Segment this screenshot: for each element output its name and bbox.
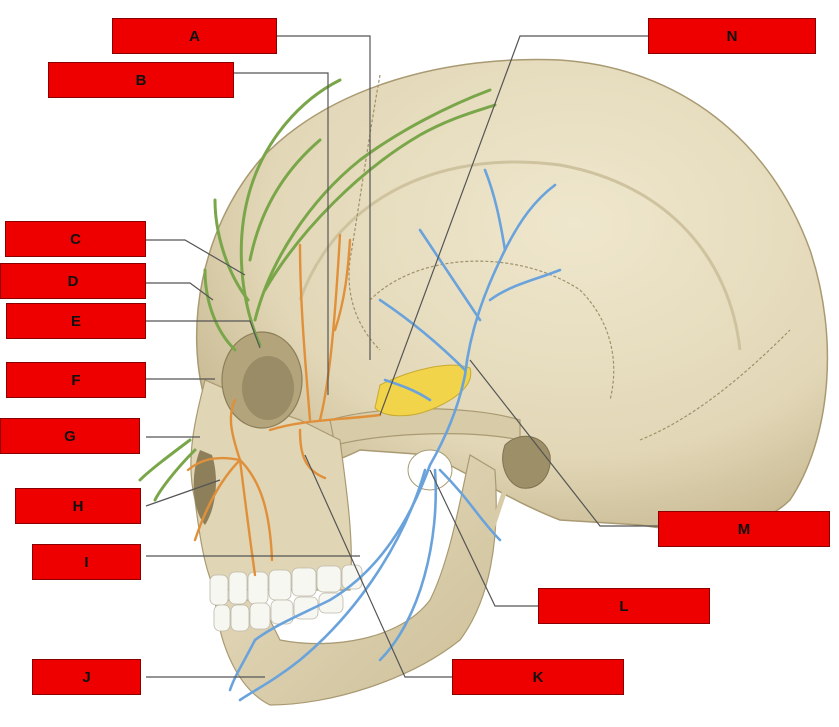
label-box-D[interactable]: D — [0, 263, 146, 299]
label-box-J[interactable]: J — [32, 659, 141, 695]
leader-lines — [145, 35, 658, 678]
leader-line-D — [146, 282, 214, 301]
leader-line-C — [146, 239, 246, 276]
label-text-E: E — [70, 312, 81, 330]
blue-nerve-branches — [228, 168, 562, 702]
leader-line-B — [234, 72, 329, 395]
orange-nerve-branches — [186, 233, 382, 577]
mandible — [214, 454, 497, 706]
leader-line-A — [277, 35, 371, 360]
label-text-I: I — [84, 553, 89, 571]
leader-line-H — [145, 479, 221, 507]
label-text-D: D — [67, 272, 79, 290]
coronal-suture — [348, 74, 381, 351]
label-text-F: F — [71, 371, 81, 389]
label-text-L: L — [619, 597, 629, 615]
leader-line-K — [304, 454, 452, 678]
leader-line-E — [146, 320, 261, 349]
label-box-A[interactable]: A — [112, 18, 277, 54]
label-box-E[interactable]: E — [6, 303, 146, 339]
label-text-M: M — [737, 520, 751, 538]
label-box-F[interactable]: F — [6, 362, 146, 398]
green-nerve-branches — [138, 78, 497, 502]
leader-line-M — [469, 359, 658, 527]
external-acoustic-meatus — [502, 435, 551, 489]
label-box-C[interactable]: C — [5, 221, 146, 257]
label-box-L[interactable]: L — [538, 588, 710, 624]
label-box-G[interactable]: G — [0, 418, 140, 454]
label-text-K: K — [532, 668, 544, 686]
label-text-G: G — [64, 427, 76, 445]
trigeminal-ganglion — [374, 364, 472, 417]
label-text-C: C — [70, 230, 81, 248]
leader-line-N — [379, 35, 648, 416]
label-box-B[interactable]: B — [48, 62, 234, 98]
label-text-N: N — [726, 27, 738, 45]
label-text-B: B — [135, 71, 147, 89]
teeth — [209, 564, 363, 632]
label-text-H: H — [72, 497, 84, 515]
leader-line-L — [429, 469, 538, 607]
lambdoid-suture — [639, 329, 791, 441]
label-box-N[interactable]: N — [648, 18, 816, 54]
label-box-M[interactable]: M — [658, 511, 830, 547]
nasal-aperture — [193, 450, 216, 525]
label-text-J: J — [82, 668, 91, 686]
styloid-process — [487, 487, 508, 538]
label-box-H[interactable]: H — [15, 488, 141, 524]
label-box-K[interactable]: K — [452, 659, 624, 695]
temporal-line — [298, 160, 742, 351]
label-box-I[interactable]: I — [32, 544, 141, 580]
squamous-suture — [369, 260, 615, 401]
label-text-A: A — [189, 27, 200, 45]
